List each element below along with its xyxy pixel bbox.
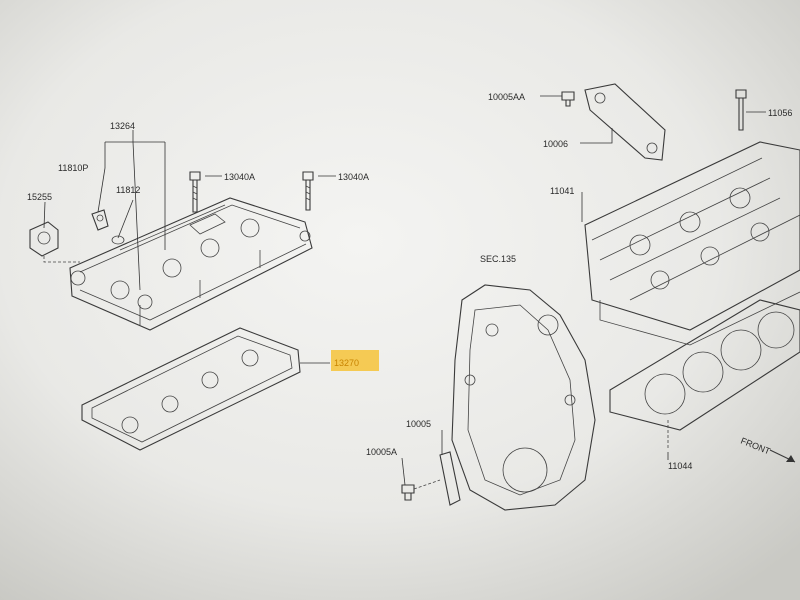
label-sec135: SEC.135 xyxy=(480,254,516,264)
label-11056: 11056 xyxy=(768,108,792,118)
sensor-15255-part xyxy=(29,221,80,263)
label-13040a-left: 13040A xyxy=(224,172,255,182)
label-11044: 11044 xyxy=(668,461,692,471)
bolt-13040a-left xyxy=(189,171,201,213)
cylinder-head-part xyxy=(584,141,800,346)
bracket-10005-part xyxy=(401,451,461,506)
highlight-13270 xyxy=(331,350,379,371)
bolt-13040a-right xyxy=(302,171,314,211)
pcv-valve-part xyxy=(91,209,125,245)
label-11810p: 11810P xyxy=(58,163,88,173)
label-11812: 11812 xyxy=(116,185,140,195)
label-13040a-right: 13040A xyxy=(338,172,369,182)
label-13270: 13270 xyxy=(334,358,359,368)
label-10006: 10006 xyxy=(543,139,568,149)
timing-cover-part xyxy=(451,284,596,511)
gasket-13270-part xyxy=(81,327,301,451)
rocker-cover-assembly xyxy=(69,197,313,331)
label-10005: 10005 xyxy=(406,419,431,429)
front-arrow-icon xyxy=(769,449,796,463)
label-13264: 13264 xyxy=(110,121,135,131)
head-gasket-11044-part xyxy=(609,299,800,450)
label-11041: 11041 xyxy=(550,186,574,196)
leader-lines xyxy=(43,95,766,486)
label-10005aa: 10005AA xyxy=(488,92,525,102)
bracket-10006-part xyxy=(561,83,666,161)
bolt-11056-part xyxy=(735,89,747,131)
label-10005a: 10005A xyxy=(366,447,397,457)
label-15255: 15255 xyxy=(27,192,52,202)
